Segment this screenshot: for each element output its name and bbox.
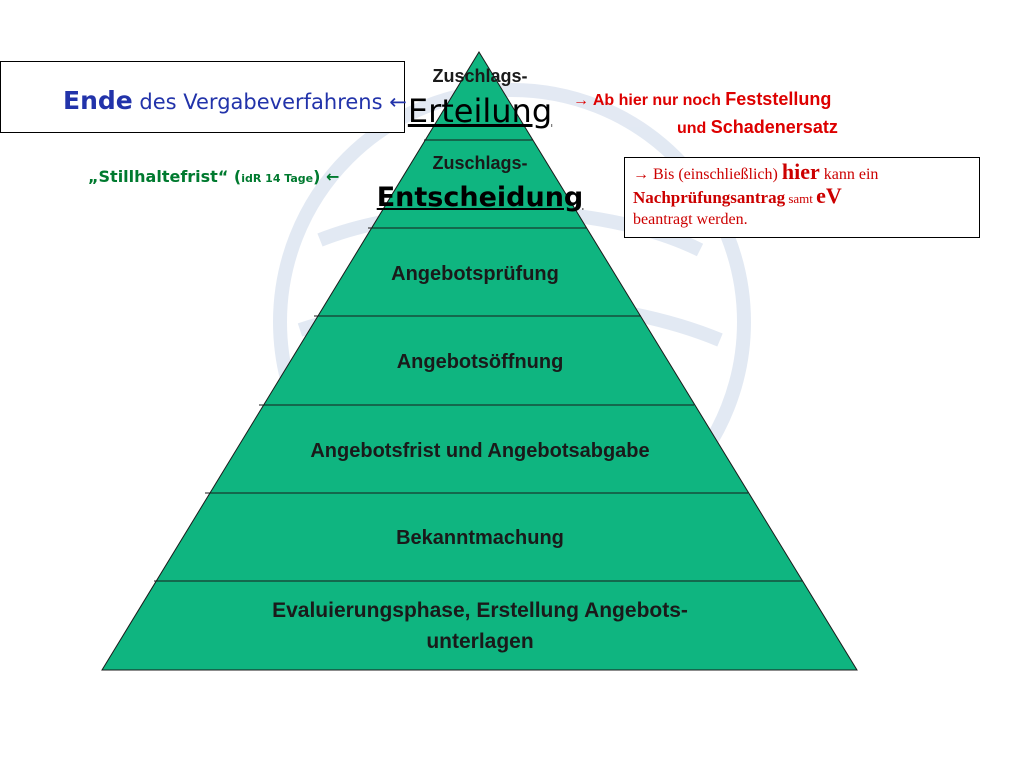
feststellung-note: → Ab hier nur noch Feststellung und Scha… (573, 86, 838, 142)
level-erteilung-small: Zuschlags- (432, 66, 528, 86)
level-evaluierung-line1: Evaluierungsphase, Erstellung Angebots- (272, 599, 688, 622)
stillhaltefrist-label: „Stillhaltefrist“ (idR 14 Tage) ← (88, 167, 339, 186)
stillhalte-main: „Stillhaltefrist“ ( (88, 167, 242, 186)
level-entscheidung-big: Entscheidung (376, 182, 584, 213)
schadenersatz-word: Schadenersatz (710, 117, 838, 137)
level-entscheidung-small: Zuschlags- (432, 153, 528, 173)
stillhalte-close: ) (313, 167, 327, 186)
feststellung-part2: und (677, 120, 711, 137)
arrow-right-icon: → (573, 92, 589, 109)
ende-rest: des Vergabeverfahrens (132, 90, 390, 114)
arrow-left-icon: ← (326, 167, 340, 186)
level-angebotsfrist: Angebotsfrist und Angebotsabgabe (310, 440, 650, 462)
nachpruefung-t7: beantragt werden. (633, 211, 748, 228)
nachpruefung-samt: samt (785, 191, 817, 206)
level-angebotspruefung: Angebotsprüfung (391, 263, 559, 285)
nachpruefung-box: → Bis (einschließlich) hier kann ein Nac… (624, 157, 980, 238)
ende-text: Ende des Vergabeverfahrens ← (63, 86, 407, 115)
nachpruefung-ev: eV (816, 183, 842, 208)
feststellung-part1: Ab hier nur noch (589, 92, 726, 109)
level-bekanntmachung: Bekanntmachung (396, 527, 564, 549)
arrow-left-icon: ← (389, 90, 407, 114)
nachpruefung-t1: Bis (einschließlich) (649, 166, 782, 183)
level-angebotsoeffnung: Angebotsöffnung (396, 351, 564, 373)
ende-box (0, 61, 405, 133)
stillhalte-duration: idR 14 Tage (241, 172, 314, 185)
pyramid-shape (101, 51, 858, 671)
nachpruefung-hier: hier (781, 159, 820, 184)
feststellung-word: Feststellung (725, 89, 832, 109)
ende-bold: Ende (63, 86, 133, 115)
level-erteilung-big: Erteilung (407, 92, 553, 130)
level-evaluierung-line2: unterlagen (426, 630, 534, 653)
nachpruefung-t3: kann ein (819, 166, 879, 183)
nachpruefung-antrag: Nachprüfungsantrag (633, 188, 786, 207)
arrow-right-icon: → (633, 166, 649, 183)
